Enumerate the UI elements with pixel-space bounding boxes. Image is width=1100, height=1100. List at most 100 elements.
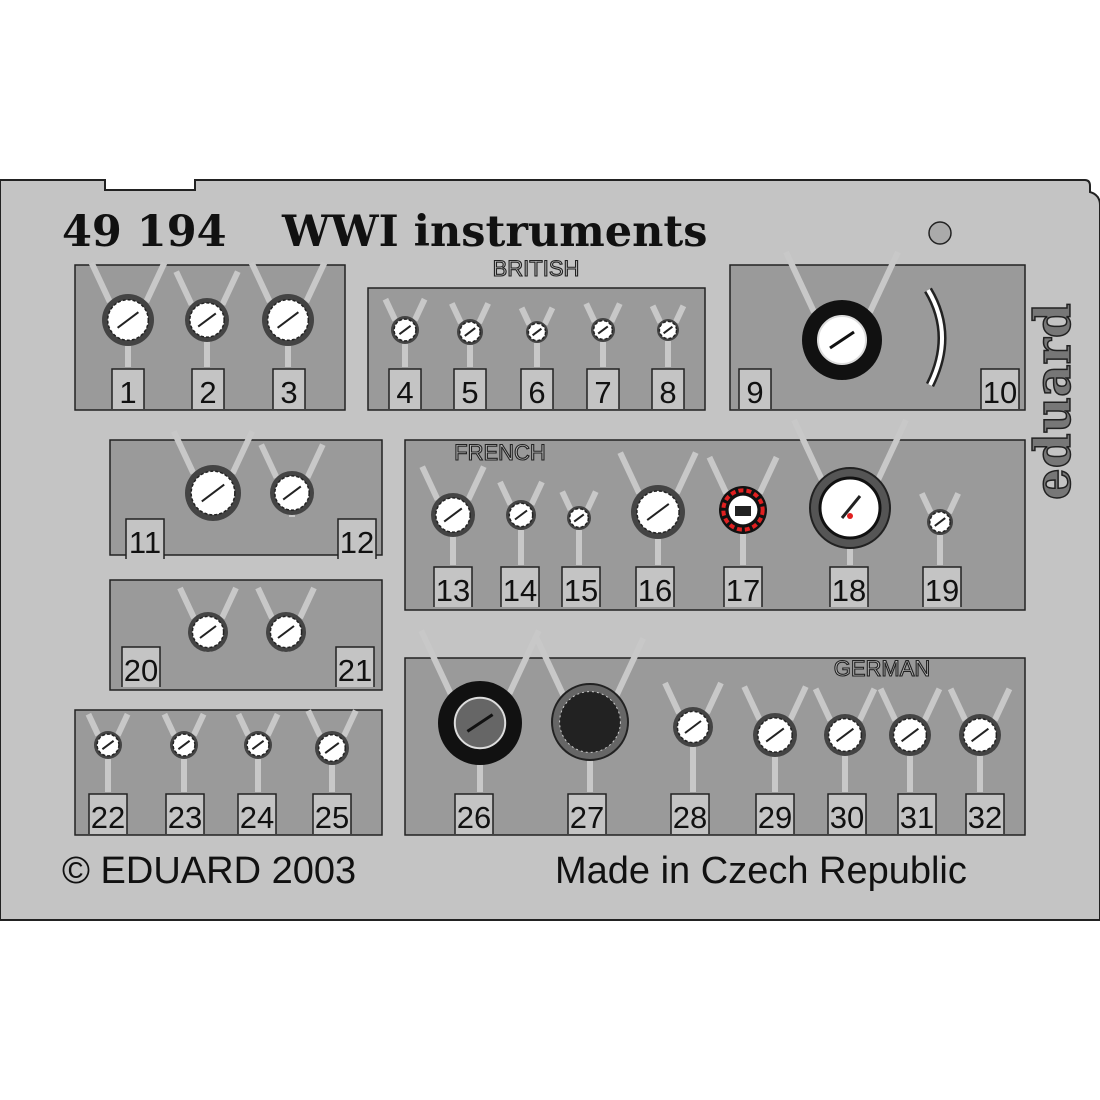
part-number-19: 19 [925, 573, 959, 608]
label-tab [651, 368, 685, 409]
sprue [875, 418, 909, 482]
part-number-21: 21 [338, 653, 372, 688]
gauge-26-icon [438, 681, 522, 765]
sprue [419, 465, 441, 501]
sprue [418, 629, 454, 695]
sprue [704, 681, 724, 715]
gauge-12-icon [270, 471, 314, 515]
sprue [297, 586, 317, 620]
sprue [991, 687, 1013, 722]
gauge-4-icon [391, 316, 419, 344]
sprue [672, 304, 687, 324]
label-tab [165, 793, 205, 834]
sprue [449, 302, 464, 325]
label-tab [388, 368, 422, 409]
sprue [382, 297, 398, 322]
eduard-logo: eduard [1023, 303, 1082, 500]
gauge-30-icon [824, 714, 866, 756]
sprue [506, 629, 542, 695]
sprue [171, 430, 197, 475]
part-number-17: 17 [726, 573, 760, 608]
sprue [921, 687, 943, 722]
gauge-25-icon [315, 731, 349, 765]
label-tab [121, 646, 161, 687]
title-name: WWI instruments [281, 207, 707, 257]
part-number-28: 28 [673, 800, 707, 835]
part-number-5: 5 [461, 375, 478, 410]
sprue [617, 451, 642, 495]
gauge-32-icon [959, 714, 1001, 756]
label-tab [454, 793, 494, 834]
sprue [559, 490, 574, 511]
part-number-4: 4 [396, 375, 413, 410]
sprue [674, 451, 699, 495]
part-number-8: 8 [659, 375, 676, 410]
part-number-27: 27 [570, 800, 604, 835]
sprue [528, 480, 545, 506]
part-number-2: 2 [199, 375, 216, 410]
sprue [706, 455, 729, 495]
part-number-3: 3 [280, 375, 297, 410]
gauge-9-icon [802, 300, 882, 380]
label-tab [237, 793, 277, 834]
label-tab [272, 368, 306, 409]
sprue [465, 465, 487, 501]
part-number-25: 25 [315, 800, 349, 835]
sprue [757, 455, 780, 495]
part-number-14: 14 [503, 573, 537, 608]
part-number-30: 30 [830, 800, 864, 835]
gauge-5-icon [457, 319, 483, 345]
sprue [88, 261, 113, 304]
label-tab [337, 518, 377, 559]
label-tab [738, 368, 772, 409]
label-tab [670, 793, 710, 834]
label-tab [500, 566, 540, 607]
gauges [94, 287, 1001, 765]
gauge-29-icon [753, 713, 797, 757]
label-tab [755, 793, 795, 834]
part-number-29: 29 [758, 800, 792, 835]
sprue [161, 712, 177, 737]
part-number-12: 12 [340, 525, 374, 560]
label-tab [897, 793, 937, 834]
part-number-18: 18 [832, 573, 866, 608]
sprue [497, 480, 514, 506]
label-tab [829, 566, 869, 607]
origin-text: Made in Czech Republic [555, 850, 967, 892]
sprue [219, 270, 241, 306]
mounting-hole [928, 221, 952, 245]
sprue [856, 687, 878, 722]
sprue [304, 443, 326, 479]
part-number-10: 10 [983, 375, 1017, 410]
sprue [85, 712, 101, 737]
sprue [877, 687, 899, 722]
gauge-19-icon [927, 509, 953, 535]
sprue [649, 304, 664, 324]
gauge-7-icon [591, 318, 615, 342]
sprue [235, 712, 251, 737]
label-tab [980, 368, 1020, 409]
panels [74, 264, 1026, 836]
gauge-27-icon [551, 683, 629, 761]
gauge-23-icon [170, 731, 198, 759]
sprue [608, 302, 623, 323]
sprue [265, 712, 281, 737]
part-number-1: 1 [119, 375, 136, 410]
copyright: © EDUARD 2003 [62, 850, 356, 892]
part-number-7: 7 [594, 375, 611, 410]
part-number-24: 24 [240, 800, 274, 835]
sprue [476, 302, 491, 325]
sprue [177, 586, 197, 620]
label-tab [312, 793, 352, 834]
sprue [583, 302, 598, 323]
part-number-32: 32 [968, 800, 1002, 835]
gauge-10-icon [924, 287, 947, 388]
label-tab [567, 793, 607, 834]
label-tab [111, 368, 145, 409]
sprue [741, 685, 763, 721]
sprue [518, 306, 533, 326]
part-number-26: 26 [457, 800, 491, 835]
sprue [791, 418, 825, 482]
